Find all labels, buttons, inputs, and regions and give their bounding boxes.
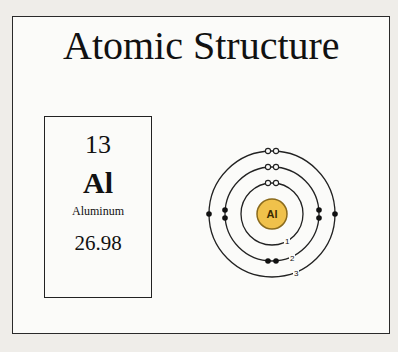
nucleus-symbol: Al — [267, 208, 278, 220]
nucleus-circle: Al — [256, 198, 288, 230]
element-text: 26.98 — [51, 232, 145, 255]
element-text: Al — [51, 166, 145, 199]
element-text: 13 — [51, 131, 145, 160]
shell-number: 3 — [293, 269, 299, 278]
shell-number: 1 — [284, 237, 290, 246]
shell-number: 2 — [289, 254, 295, 263]
element-tile: 13AlAluminum 26.98 — [44, 116, 152, 298]
title: Atomic Structure — [63, 22, 340, 69]
element-text: Aluminum — [51, 205, 145, 218]
